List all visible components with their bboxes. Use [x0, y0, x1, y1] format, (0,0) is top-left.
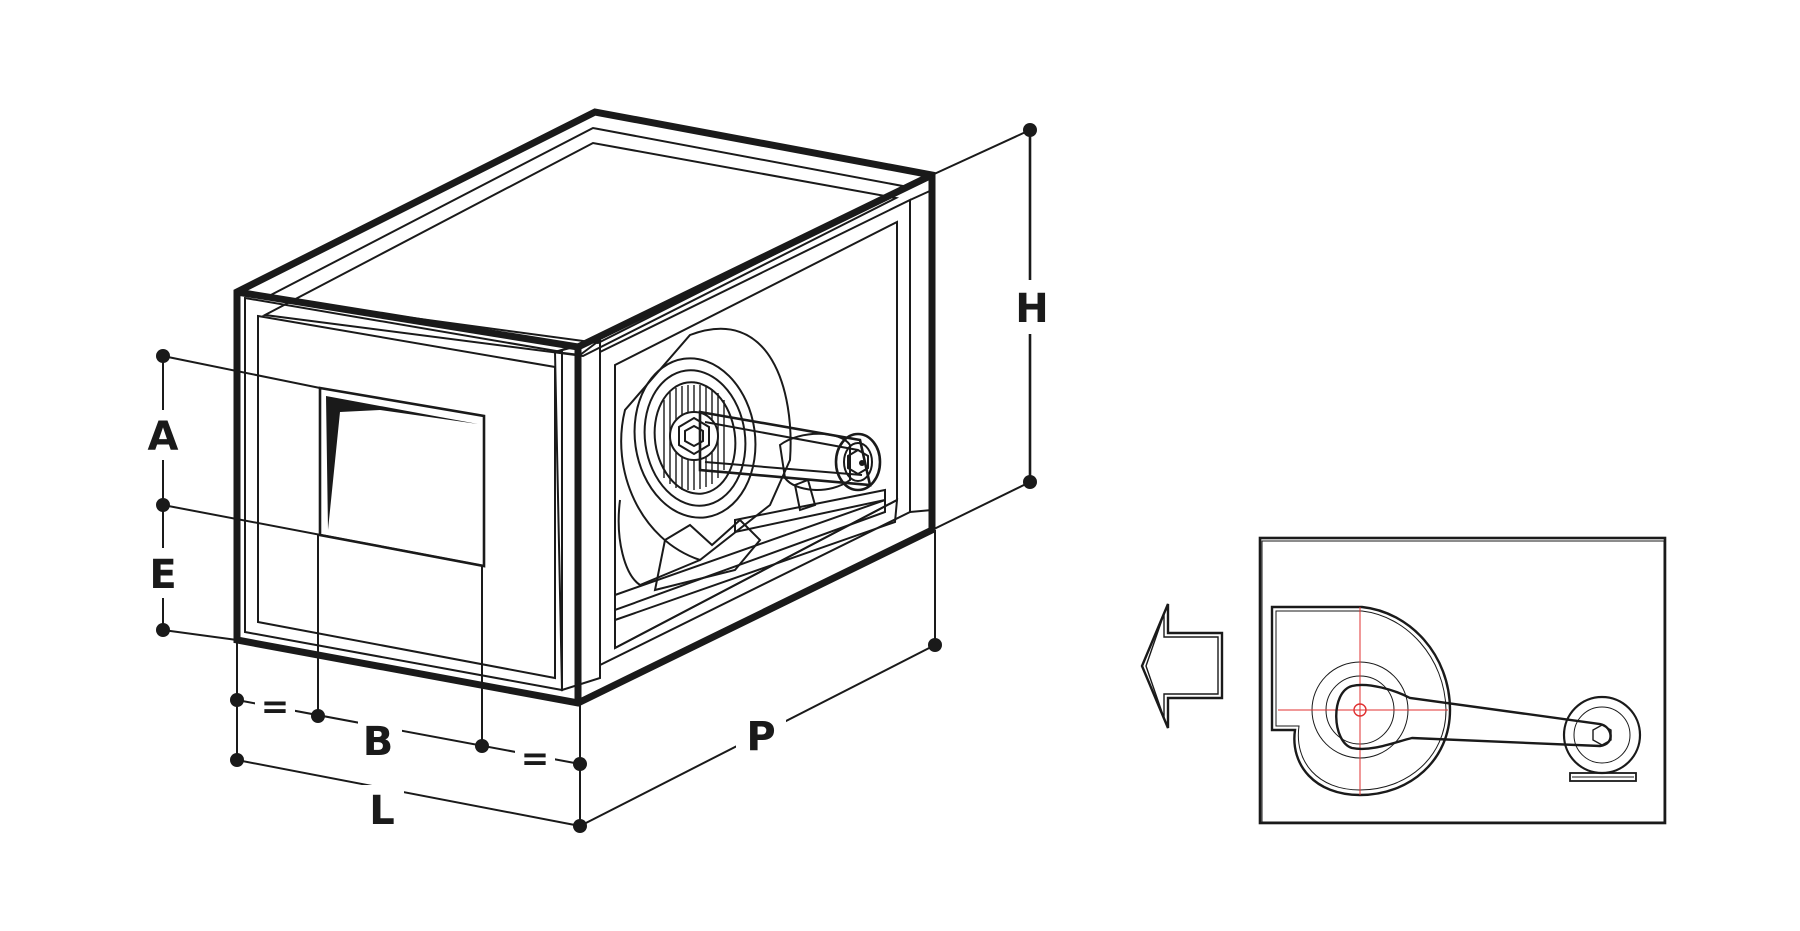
- motor-pulley-center: [859, 460, 865, 466]
- dim-a-bottom-dot: [156, 498, 170, 512]
- motor-pulley-inner: [843, 442, 873, 482]
- outlet-shadow: [326, 396, 478, 530]
- motor-pulley-nut: [847, 448, 869, 476]
- dim-l-left-dot: [230, 753, 244, 767]
- motor-pulley: [834, 432, 882, 492]
- front-panel-inner: [257, 314, 556, 680]
- top-panel-frame: [261, 126, 912, 345]
- side-view-inset: [1258, 536, 1667, 825]
- motor-mount: [793, 478, 817, 512]
- dim-a-top-ext: [162, 355, 321, 389]
- fan-wheel: [633, 357, 757, 519]
- inset-frame: [1258, 536, 1667, 825]
- dim-p-label-bg: [736, 712, 786, 758]
- inset-motor-pulley: [1592, 724, 1612, 746]
- inset-belt: [1335, 683, 1612, 751]
- inset-frame-inner: [1261, 540, 1665, 823]
- dim-h-top-ext: [931, 129, 1031, 176]
- dim-h-bottom-ext: [931, 481, 1031, 531]
- dim-e-bottom-dot: [156, 623, 170, 637]
- dim-label-equal-right: =: [521, 739, 550, 779]
- belt-inner-top: [704, 421, 859, 451]
- belt-drive: [698, 410, 882, 512]
- corner-post-top: [554, 339, 601, 357]
- dim-e-bottom-ext: [162, 629, 238, 641]
- front-panel-frame: [244, 296, 563, 692]
- dim-h-top-dot: [1023, 123, 1037, 137]
- dim-b-right-dot: [475, 739, 489, 753]
- dim-a-label-bg: [140, 410, 186, 460]
- motor-base-plate: [734, 488, 886, 534]
- dim-label-l: L: [369, 788, 395, 834]
- side-corner-bottom: [909, 509, 933, 513]
- dim-label-equal-left: =: [261, 687, 290, 727]
- fan-wheel-mid: [643, 369, 747, 507]
- dim-label-b: B: [363, 719, 394, 765]
- dim-b-label-bg: [358, 718, 402, 762]
- dimension-lines: [140, 123, 1054, 833]
- dim-h-bottom-dot: [1023, 475, 1037, 489]
- side-corner-top: [909, 189, 933, 201]
- dim-h-label-bg: [1008, 280, 1054, 334]
- dim-label-h: H: [1015, 286, 1048, 332]
- dim-eq-right-bg: [515, 742, 555, 776]
- arrow-left-outline-icon: [1140, 603, 1224, 729]
- dim-label-e: E: [149, 552, 176, 598]
- dim-eq-right-dot: [573, 757, 587, 771]
- inset-motor-base: [1569, 772, 1637, 782]
- inset-shaft: [1353, 703, 1367, 717]
- inset-scroll-housing-inner: [1275, 610, 1447, 791]
- inset-motor-outer: [1562, 695, 1642, 775]
- fan-hub: [669, 411, 719, 461]
- fan-pedestal: [653, 518, 762, 592]
- dim-l-label-bg: [360, 785, 404, 831]
- dim-a-bottom-ext: [162, 504, 485, 567]
- dim-a-top-dot: [156, 349, 170, 363]
- fan-scroll-housing: [620, 327, 792, 562]
- fan-cabinet: [233, 108, 936, 707]
- dim-label-p: P: [746, 714, 775, 760]
- fan-wheel-inner: [653, 381, 737, 495]
- base-rail-2: [614, 498, 899, 650]
- top-panel-inner: [261, 141, 900, 358]
- fan-hub-nut: [678, 416, 710, 456]
- fan-wheel-outer: [633, 357, 757, 519]
- fan-hub-nut-inner: [684, 424, 704, 448]
- dim-l-line: [236, 759, 581, 827]
- inset-scroll-housing: [1270, 605, 1452, 797]
- dim-eq-left-dot: [230, 693, 244, 707]
- dim-p-top-dot: [928, 638, 942, 652]
- dim-b-left-dot: [311, 709, 325, 723]
- dim-label-a: A: [148, 414, 179, 460]
- inset-motor-inner: [1573, 706, 1631, 764]
- dim-e-label-bg: [140, 548, 186, 598]
- fan-scroll-lower: [617, 499, 701, 587]
- base-rail: [614, 498, 886, 612]
- dim-eq-left-bg: [255, 690, 295, 724]
